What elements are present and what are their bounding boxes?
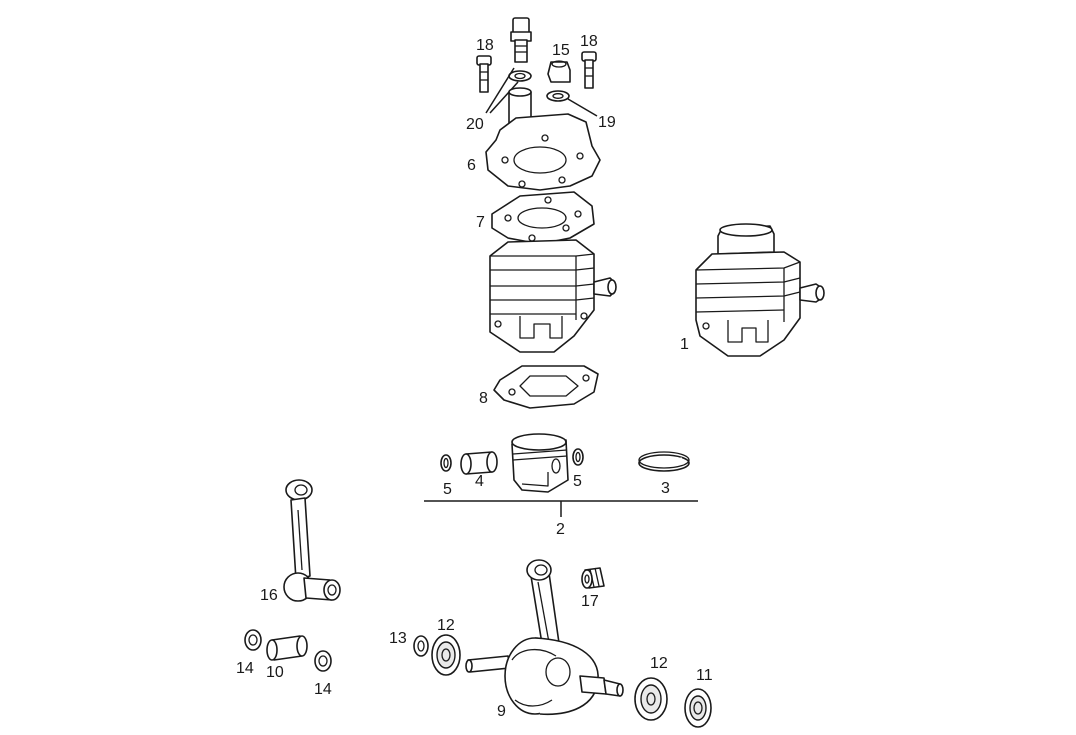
label-part-8: 8 (479, 390, 488, 407)
label-part-12-right: 12 (650, 655, 668, 672)
needle-bearing (581, 567, 605, 589)
oil-seal-11 (684, 688, 712, 728)
main-bearing-left (431, 634, 461, 676)
label-part-17: 17 (581, 593, 599, 610)
label-part-12-left: 12 (437, 617, 455, 634)
bolt-18-right (581, 51, 597, 89)
oil-seal-13 (413, 635, 429, 657)
label-part-5-right: 5 (573, 473, 582, 490)
crank-pin (266, 635, 308, 661)
label-part-18-right: 18 (580, 33, 598, 50)
thrust-washer-left (244, 629, 262, 651)
label-part-10: 10 (266, 664, 284, 681)
main-bearing-right (634, 677, 668, 721)
base-gasket (493, 365, 599, 409)
cylinder-head (485, 87, 601, 191)
piston-kit-bracket (424, 500, 698, 517)
sealing-washer-20 (508, 70, 532, 82)
label-part-3: 3 (661, 480, 670, 497)
label-part-20: 20 (466, 116, 484, 133)
label-part-11: 11 (696, 667, 713, 684)
connecting-rod (283, 479, 341, 602)
piston-pin-clip-left (440, 454, 452, 472)
label-part-7: 7 (476, 214, 485, 231)
label-part-18-left: 18 (476, 37, 494, 54)
label-part-2: 2 (556, 521, 565, 538)
temperature-sensor (510, 17, 532, 63)
label-part-19: 19 (598, 114, 616, 131)
label-part-16: 16 (260, 587, 278, 604)
label-part-6: 6 (467, 157, 476, 174)
label-part-14-left: 14 (236, 660, 254, 677)
head-gasket (491, 191, 595, 245)
piston-pin (460, 451, 498, 475)
label-part-14-right: 14 (314, 681, 332, 698)
label-part-1: 1 (680, 336, 689, 353)
piston-pin-clip-right (572, 448, 584, 466)
label-part-5-left: 5 (443, 481, 452, 498)
nut-15 (547, 60, 571, 83)
label-part-13: 13 (389, 630, 407, 647)
label-part-4: 4 (475, 473, 484, 490)
cylinder-assembly (695, 223, 825, 357)
crankshaft (465, 559, 624, 716)
label-part-15: 15 (552, 42, 570, 59)
washer-19 (546, 90, 570, 102)
label-part-9: 9 (497, 703, 506, 720)
thrust-washer-right (314, 650, 332, 672)
bolt-18-left (476, 55, 492, 93)
cylinder-barrel (489, 239, 617, 353)
piston-ring (638, 451, 690, 472)
piston (511, 433, 569, 493)
